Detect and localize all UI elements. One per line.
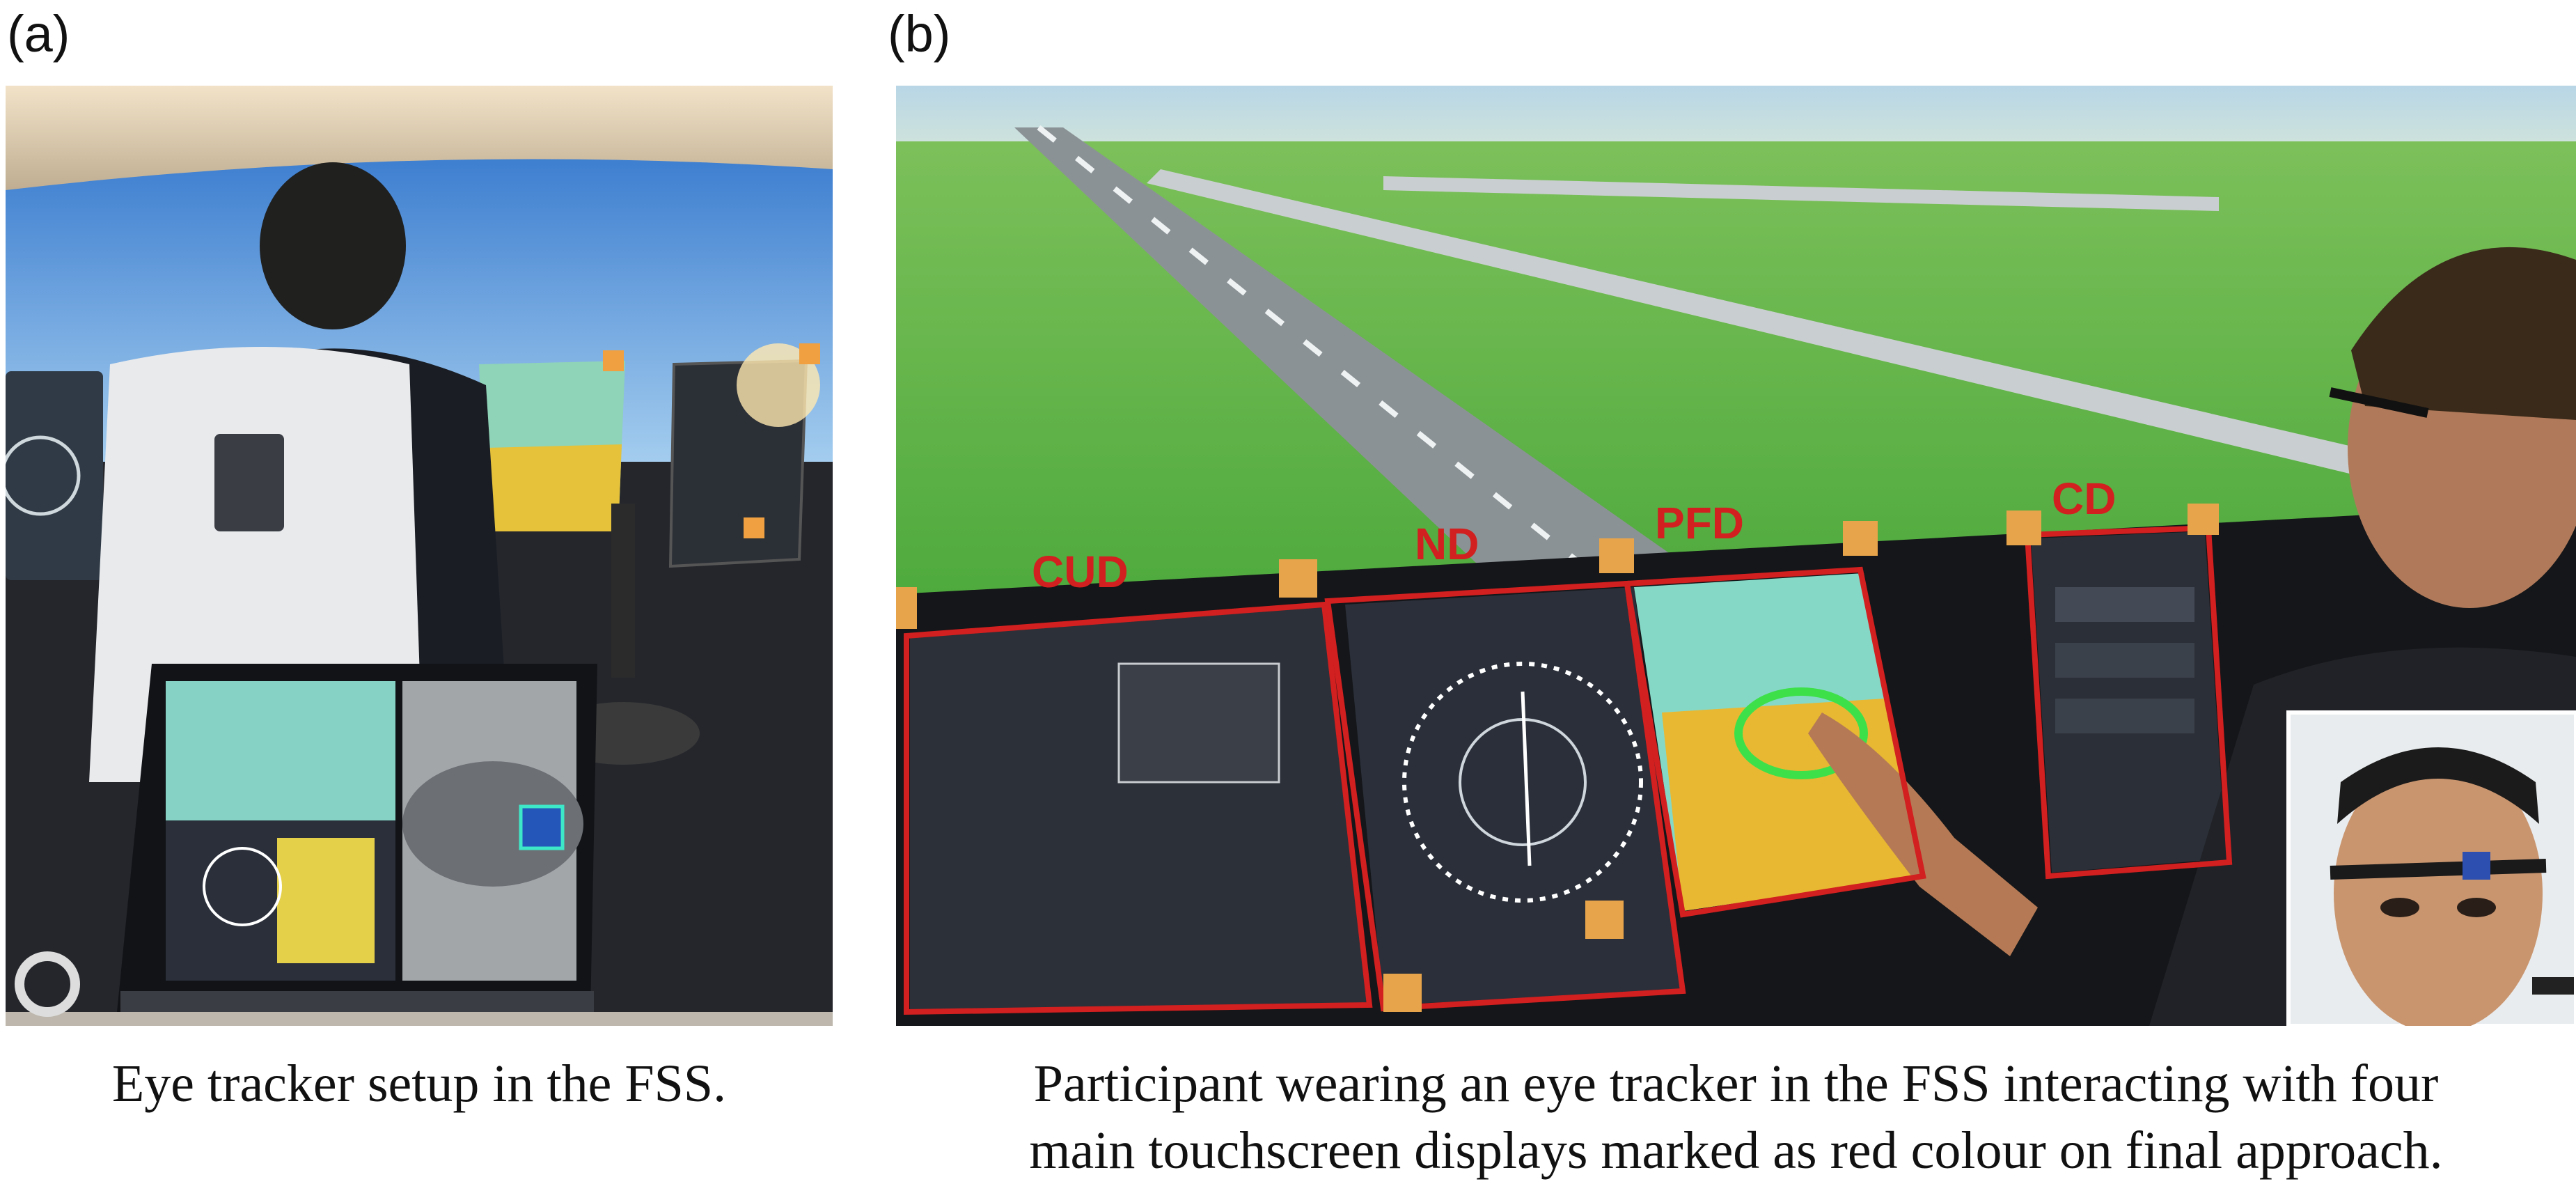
panel-a-label: (a) <box>7 5 70 63</box>
panel-b-photo: CUD ND PFD CD <box>896 86 2576 1026</box>
inset-eye-tracker-photo <box>2286 710 2576 1026</box>
display-label-nd: ND <box>1415 519 1479 569</box>
display-label-cud: CUD <box>1032 547 1129 597</box>
display-label-pfd: PFD <box>1655 498 1744 548</box>
display-label-cd: CD <box>2052 474 2116 524</box>
panel-a-caption: Eye tracker setup in the FSS. <box>111 1054 727 1113</box>
panel-b-label: (b) <box>888 5 951 63</box>
panel-b-caption-line1: Participant wearing an eye tracker in th… <box>1033 1054 2439 1113</box>
panel-a-photo <box>6 86 833 1026</box>
panel-b-caption-line2: main touchscreen displays marked as red … <box>1029 1121 2443 1180</box>
